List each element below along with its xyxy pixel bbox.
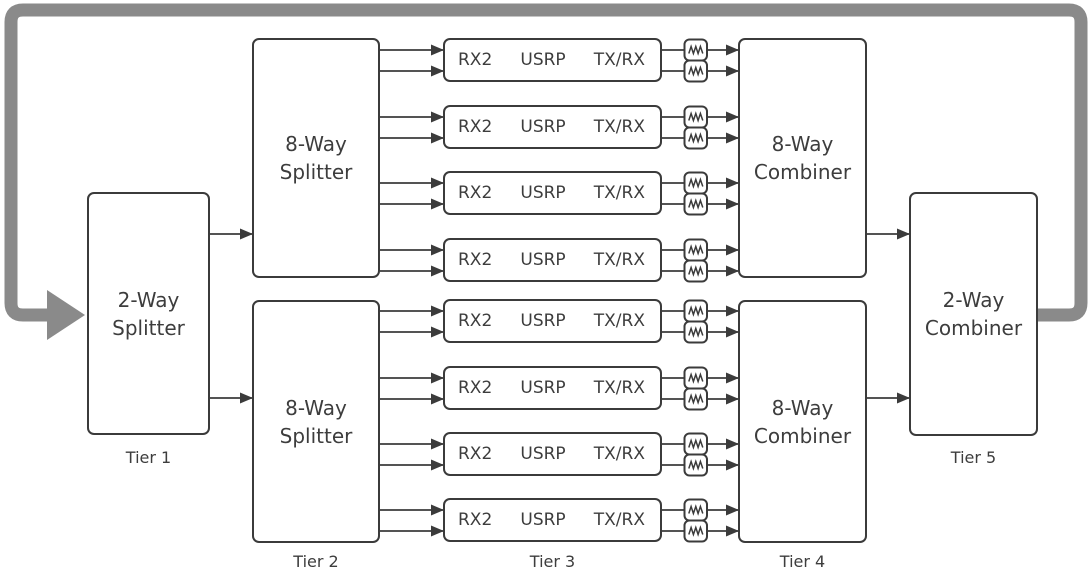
tier5-label: Tier 5 [950, 448, 997, 467]
rx2-port-label: RX2 [458, 444, 493, 464]
txrx-port-label: TX/RX [593, 183, 645, 203]
tier3-label: Tier 3 [529, 552, 576, 571]
attenuator-zigzag-icon [688, 265, 704, 277]
usrp-node-6: RX2 USRP TX/RX [443, 366, 662, 410]
box-label: 8-Way Combiner [753, 395, 852, 448]
attenuator-zigzag-icon [688, 198, 704, 210]
usrp-label: USRP [520, 444, 566, 464]
tier2-label: Tier 2 [293, 552, 339, 571]
rx2-port-label: RX2 [458, 250, 493, 270]
box-label: 8-Way Combiner [753, 132, 852, 184]
usrp-node-2: RX2 USRP TX/RX [443, 105, 662, 149]
attenuator-zigzag-icon [688, 525, 704, 537]
attenuator-zigzag-icon [688, 459, 704, 471]
rx2-port-label: RX2 [458, 117, 493, 137]
attenuator-zigzag-icon [688, 504, 704, 516]
attenuator-box [683, 192, 708, 216]
usrp-label: USRP [520, 183, 566, 203]
txrx-port-label: TX/RX [593, 444, 645, 464]
attenuator-zigzag-icon [688, 132, 704, 144]
rx2-port-label: RX2 [458, 183, 493, 203]
usrp-label: USRP [520, 250, 566, 270]
usrp-label: USRP [520, 117, 566, 137]
attenuator-box [683, 453, 708, 477]
txrx-port-label: TX/RX [593, 311, 645, 331]
attenuator-box [683, 299, 708, 323]
box-label: 2-Way Splitter [112, 287, 185, 340]
usrp-node-5: RX2 USRP TX/RX [443, 299, 662, 343]
usrp-label: USRP [520, 311, 566, 331]
usrp-node-1: RX2 USRP TX/RX [443, 38, 662, 82]
tier4-eight-way-combiner-top-box: 8-Way Combiner [738, 38, 867, 278]
rx2-port-label: RX2 [458, 50, 493, 70]
rx2-port-label: RX2 [458, 378, 493, 398]
rx2-port-label: RX2 [458, 510, 493, 530]
box-label: 2-Way Combiner [924, 288, 1023, 340]
usrp-node-8: RX2 USRP TX/RX [443, 498, 662, 542]
attenuator-box [683, 366, 708, 390]
tier2-eight-way-splitter-top-box: 8-Way Splitter [252, 38, 380, 278]
txrx-port-label: TX/RX [593, 378, 645, 398]
feedback-loop-arrowhead-icon [47, 290, 85, 340]
box-label: 8-Way Splitter [279, 395, 353, 448]
rx2-port-label: RX2 [458, 311, 493, 331]
signal-wires [210, 38, 910, 543]
usrp-node-4: RX2 USRP TX/RX [443, 238, 662, 282]
attenuator-zigzag-icon [688, 111, 704, 123]
attenuator-zigzag-icon [688, 372, 704, 384]
feedback-loop-path [4, 3, 1088, 322]
attenuator-box [683, 171, 708, 195]
tier5-two-way-combiner-box: 2-Way Combiner [909, 192, 1038, 436]
usrp-label: USRP [520, 510, 566, 530]
attenuator-zigzag-icon [688, 393, 704, 405]
attenuator-box [683, 432, 708, 456]
usrp-node-7: RX2 USRP TX/RX [443, 432, 662, 476]
attenuator-zigzag-icon [688, 177, 704, 189]
attenuator-zigzag-icon [688, 438, 704, 450]
tier1-two-way-splitter-box: 2-Way Splitter [87, 192, 210, 435]
feedback-loop-arrow [4, 3, 1088, 340]
attenuator-zigzag-icon [688, 244, 704, 256]
attenuator-box [683, 38, 708, 62]
attenuator-zigzag-icon [688, 44, 704, 56]
attenuator-zigzag-icon [688, 305, 704, 317]
attenuator-box [683, 519, 708, 543]
tier4-label: Tier 4 [779, 552, 826, 571]
tier2-eight-way-splitter-bottom-box: 8-Way Splitter [252, 300, 380, 543]
attenuator-box [683, 59, 708, 83]
attenuator-box [683, 320, 708, 344]
box-label: 8-Way Splitter [279, 132, 353, 184]
txrx-port-label: TX/RX [593, 510, 645, 530]
attenuator-box [683, 238, 708, 262]
txrx-port-label: TX/RX [593, 50, 645, 70]
usrp-label: USRP [520, 50, 566, 70]
tier4-eight-way-combiner-bottom-box: 8-Way Combiner [738, 300, 867, 543]
attenuator-box [683, 498, 708, 522]
attenuator-box [683, 126, 708, 150]
usrp-label: USRP [520, 378, 566, 398]
usrp-node-3: RX2 USRP TX/RX [443, 171, 662, 215]
txrx-port-label: TX/RX [593, 250, 645, 270]
txrx-port-label: TX/RX [593, 117, 645, 137]
attenuator-box [683, 387, 708, 411]
tier1-label: Tier 1 [125, 448, 172, 467]
attenuator-zigzag-icon [688, 326, 704, 338]
attenuator-box [683, 105, 708, 129]
attenuator-box [683, 259, 708, 283]
attenuator-zigzag-icon [688, 65, 704, 77]
